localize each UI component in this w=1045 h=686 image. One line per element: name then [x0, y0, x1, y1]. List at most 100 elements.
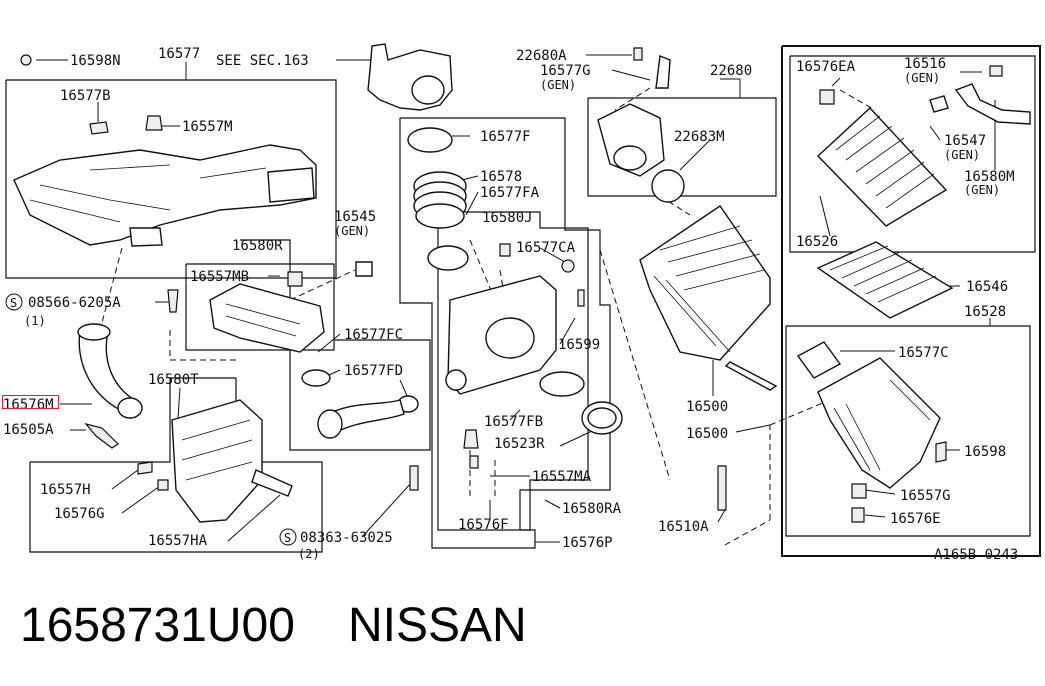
label-diagram-code: A165B 0243 — [934, 547, 1018, 563]
seal-22683M — [651, 169, 685, 203]
label-22683M: 22683M — [674, 129, 725, 145]
label-16500-a: 16500 — [686, 399, 728, 415]
clip-16577B — [89, 121, 109, 135]
label-16576G: 16576G — [54, 506, 105, 522]
label-16577CA: 16577CA — [516, 240, 576, 256]
label-16580M: 16580M — [964, 169, 1015, 185]
label-16557MA: 16557MA — [532, 469, 592, 485]
label-16576F: 16576F — [458, 517, 509, 533]
label-gen-16516: (GEN) — [904, 71, 940, 85]
label-16500-b: 16500 — [686, 426, 728, 442]
label-16545 — [355, 261, 373, 277]
grommet-16557MB — [287, 271, 303, 287]
grommet-16557MA — [463, 429, 479, 449]
air-cleaner-16500 — [639, 205, 771, 361]
air-duct-16577 — [13, 144, 317, 247]
label-16577C: 16577C — [898, 345, 949, 361]
s-markers: S S — [5, 293, 297, 546]
label-see-sec: SEE SEC.163 — [216, 53, 309, 69]
label-16577G: 16577G — [540, 63, 591, 79]
label-16577FC: 16577FC — [344, 327, 403, 343]
label-gen-16577G: (GEN) — [540, 78, 576, 92]
label-16577: 16577 — [158, 46, 200, 62]
s-marker-1: S — [10, 296, 17, 310]
bolt-16598N — [20, 54, 32, 66]
label-16576E: 16576E — [890, 511, 941, 527]
label-16523R: 16523R — [494, 436, 545, 452]
label-16580R: 16580R — [232, 238, 283, 254]
arrow-indicator — [724, 361, 778, 391]
label-16580RA: 16580RA — [562, 501, 622, 517]
duct-16580R — [209, 283, 325, 353]
label-qty-1: (1) — [24, 314, 46, 328]
label-16557MB: 16557MB — [190, 269, 249, 285]
label-22680A: 22680A — [516, 48, 567, 64]
highlight-box — [2, 395, 59, 409]
screw-16516 — [989, 65, 1003, 77]
label-16510A: 16510A — [658, 519, 709, 535]
label-gen-16547: (GEN) — [944, 148, 980, 162]
label-16547: 16547 — [944, 133, 986, 149]
label-gen-16545: (GEN) — [334, 224, 370, 238]
bracket-16577G — [655, 55, 671, 89]
gasket-16547 — [929, 95, 949, 113]
grommet-16557M — [145, 115, 163, 131]
label-16546: 16546 — [966, 279, 1008, 295]
bolt-16599 — [577, 289, 585, 307]
label-16577FB: 16577FB — [484, 414, 543, 430]
grommet-16557G — [851, 483, 867, 499]
label-16557H: 16557H — [40, 482, 91, 498]
pad-16576EA — [819, 89, 835, 105]
label-16599: 16599 — [558, 337, 600, 353]
seal-16577C — [796, 341, 842, 379]
clamp-16577FB — [539, 371, 585, 397]
sensor-16580M — [954, 83, 1031, 125]
label-16505A: 16505A — [3, 422, 54, 438]
bolt-16510A — [717, 465, 727, 511]
filter-element-16546 — [816, 241, 954, 319]
clamp-16577FA — [427, 245, 469, 271]
frame-group — [5, 45, 1041, 557]
case-16528 — [817, 357, 941, 489]
cover-16526 — [816, 107, 948, 227]
bolt-08363 — [409, 465, 419, 491]
collar-16576E — [851, 507, 865, 523]
label-16516: 16516 — [904, 56, 946, 72]
collar-16576F — [469, 455, 479, 469]
label-08363-63025: 08363-63025 — [300, 530, 393, 546]
clamp-16577FC — [301, 369, 331, 387]
part-illustrations — [13, 43, 1031, 523]
bellows-16578 — [413, 171, 467, 229]
label-16528: 16528 — [964, 304, 1006, 320]
label-16545: 16545 — [334, 209, 376, 225]
label-16578: 16578 — [480, 169, 522, 185]
label-16580T: 16580T — [148, 372, 199, 388]
footer-brand: NISSAN — [348, 599, 527, 652]
label-16576M: 16576M — [3, 397, 54, 413]
label-16598N: 16598N — [70, 53, 121, 69]
resonator-16580T — [171, 399, 263, 523]
label-16577F: 16577F — [480, 129, 531, 145]
clamp-16577CA — [561, 259, 575, 273]
label-16577FD: 16577FD — [344, 363, 403, 379]
label-16557G: 16557G — [900, 488, 951, 504]
clip-16598 — [935, 441, 947, 463]
screw-22680A — [633, 47, 643, 61]
footer-part-number: 1658731U00 — [20, 599, 295, 652]
label-22680: 22680 — [710, 63, 752, 79]
label-16598: 16598 — [964, 444, 1006, 460]
clamp-16577F — [407, 127, 453, 153]
label-16526: 16526 — [796, 234, 838, 250]
label-qty-2: (2) — [298, 547, 320, 561]
label-16557M: 16557M — [182, 119, 233, 135]
label-16557HA: 16557HA — [148, 533, 208, 549]
label-16577FA: 16577FA — [480, 185, 540, 201]
s-marker-2: S — [284, 531, 291, 545]
grommet-16557H — [137, 461, 153, 475]
bolt-08566 — [167, 289, 179, 313]
label-gen-16580M: (GEN) — [964, 183, 1000, 197]
label-16577B: 16577B — [60, 88, 111, 104]
label-16576EA: 16576EA — [796, 59, 856, 75]
bolt-16505A — [84, 422, 119, 449]
